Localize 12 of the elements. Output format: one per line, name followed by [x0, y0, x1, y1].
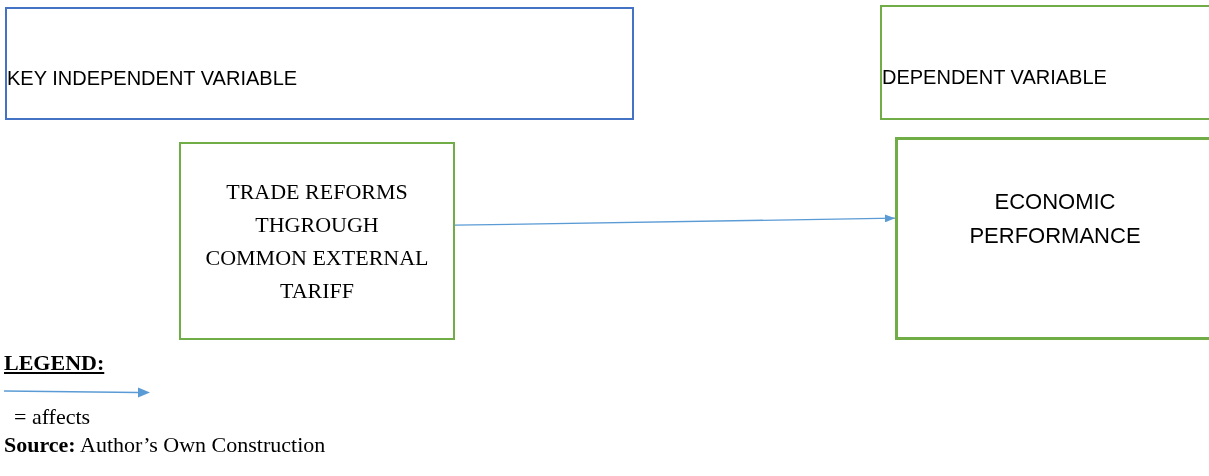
- variable-box: [5, 7, 634, 120]
- legend-heading: LEGEND:: [4, 349, 106, 377]
- variable-box: [880, 5, 1209, 120]
- source-note: Source: Author’s Own Construction: [4, 432, 326, 458]
- variable-box: [895, 137, 1209, 340]
- legend-text: = affects: [13, 403, 92, 431]
- arrow: [454, 214, 896, 226]
- box-text: KEY INDEPENDENT VARIABLE: [7, 65, 298, 91]
- box-text: DEPENDENT VARIABLE: [882, 64, 1107, 90]
- variable-box: [179, 142, 455, 340]
- box-text: ECONOMIC PERFORMANCE: [968, 187, 1142, 250]
- box-text: TRADE REFORMS THGROUGH COMMON EXTERNAL TARIFF: [204, 178, 430, 305]
